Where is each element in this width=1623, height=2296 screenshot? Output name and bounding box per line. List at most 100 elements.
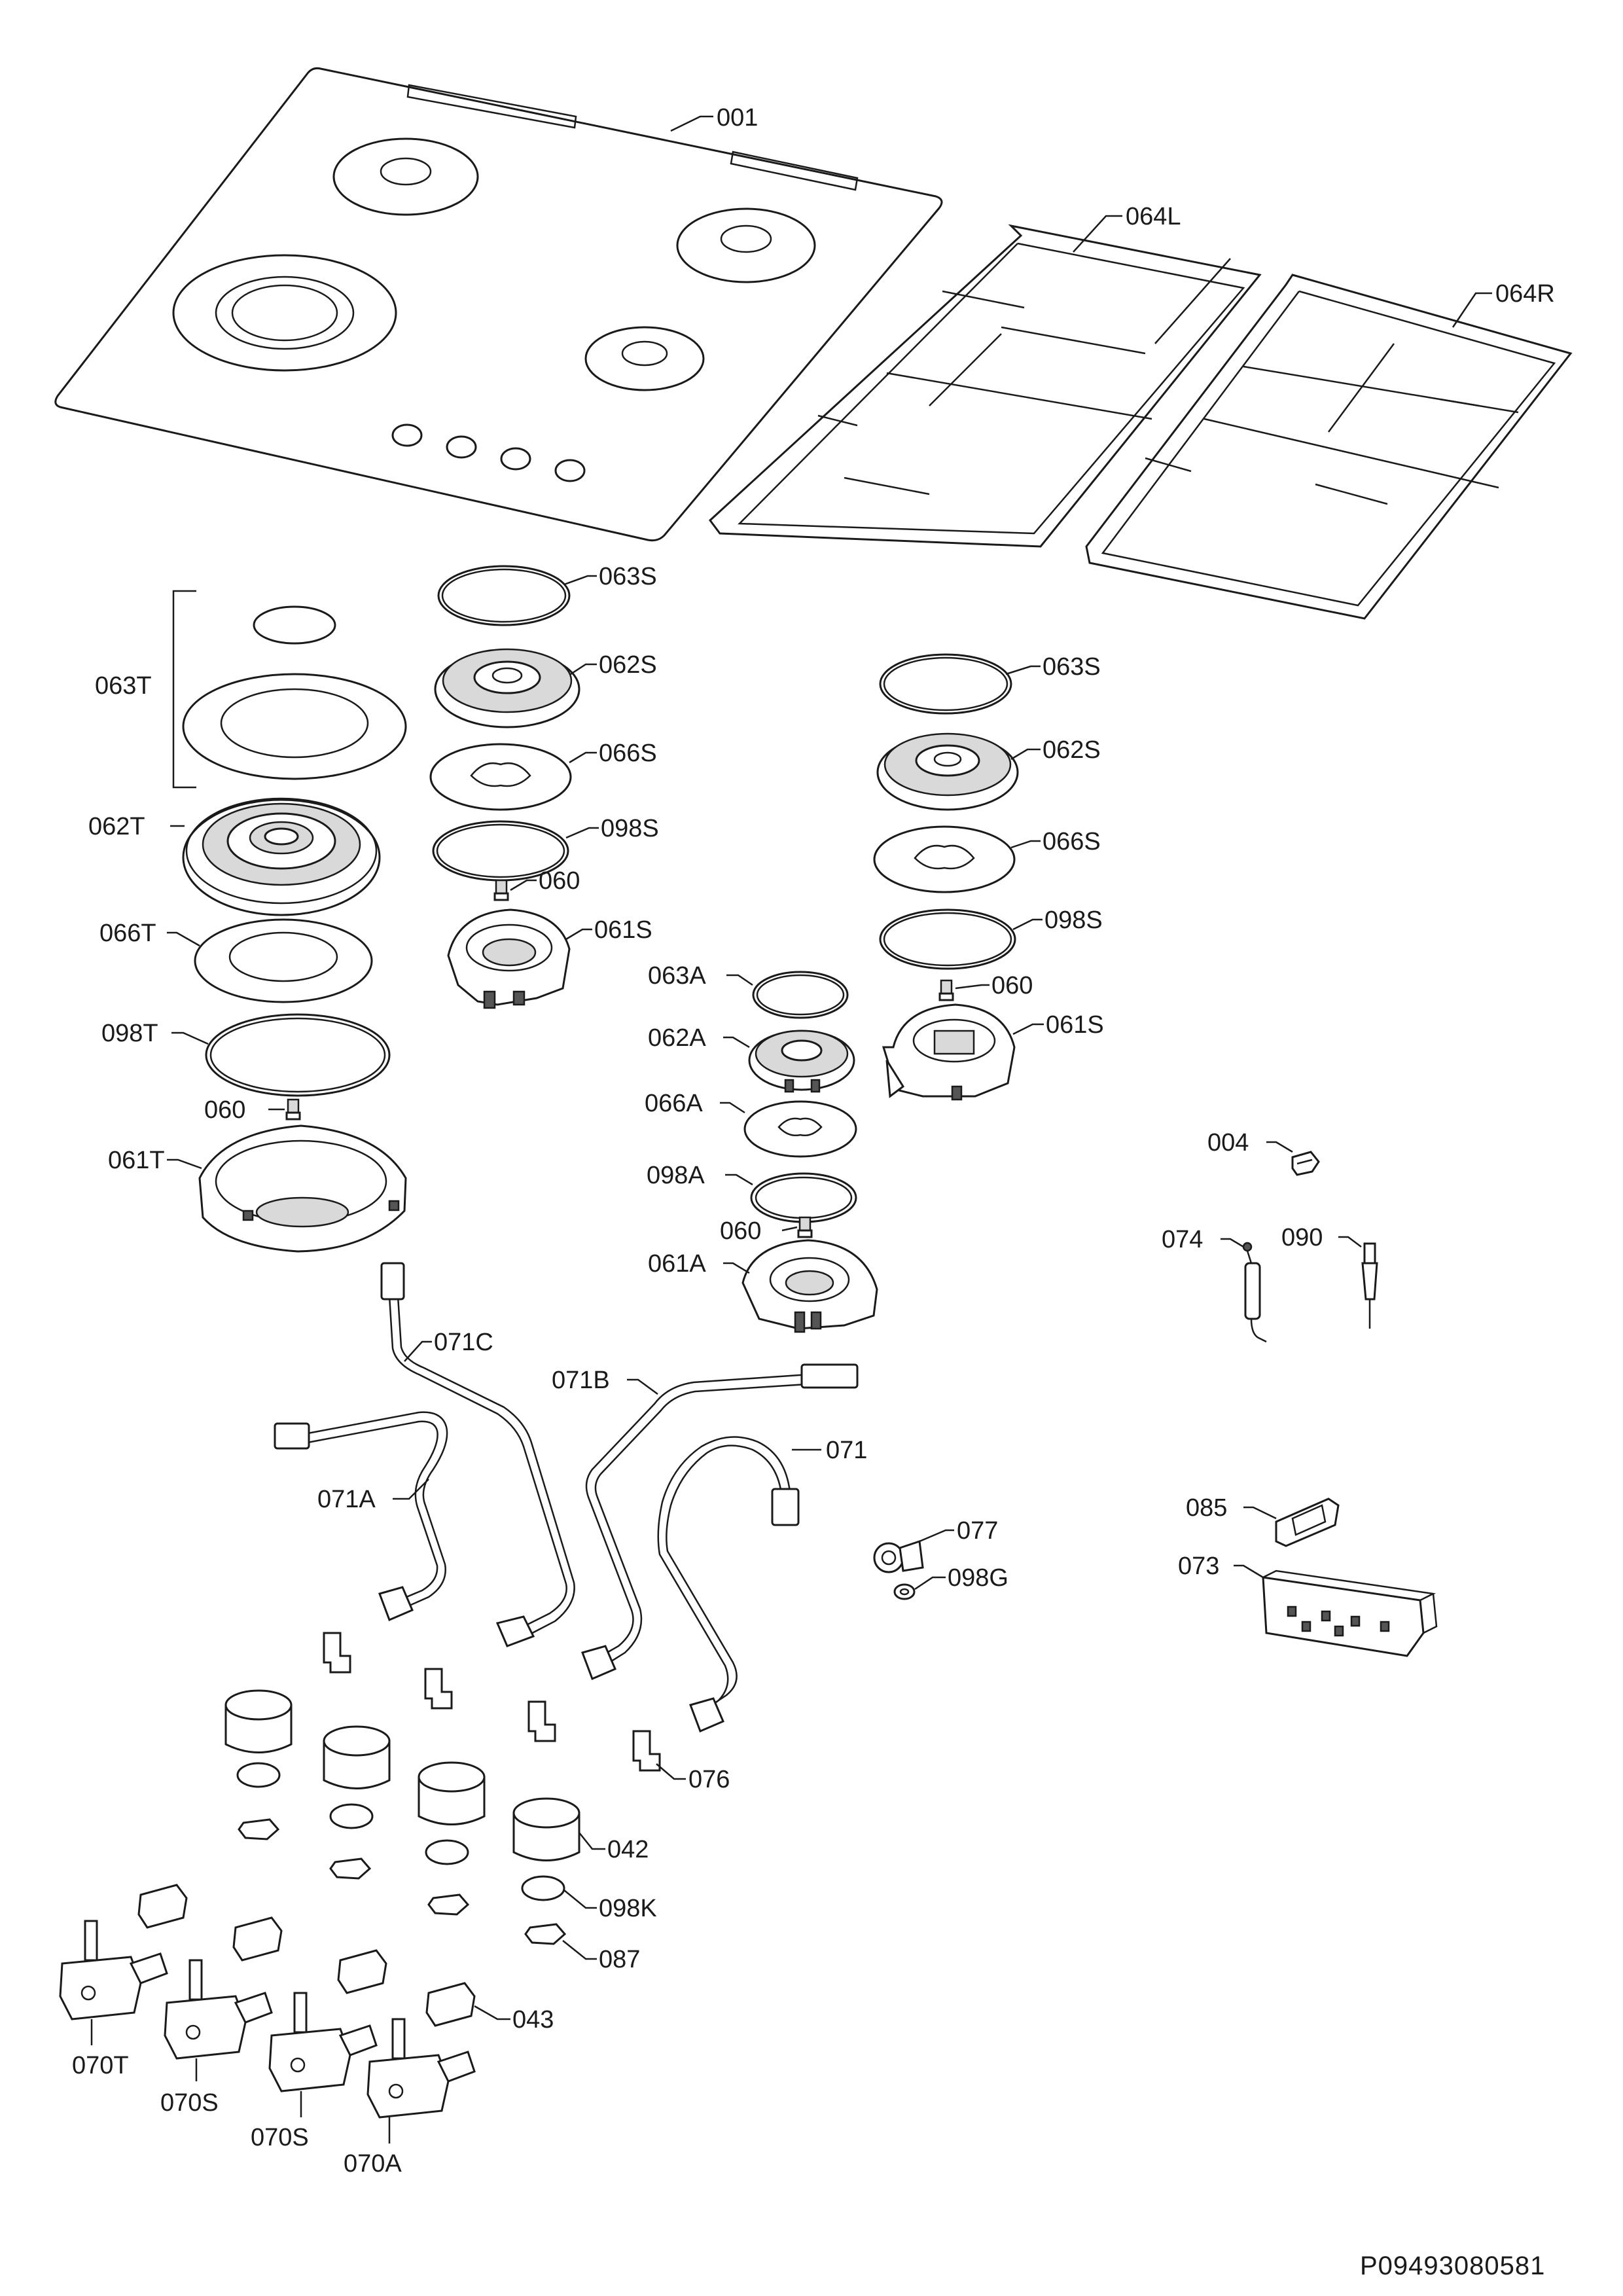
crown-s-2	[876, 732, 1019, 811]
leader-074	[1221, 1238, 1244, 1248]
elbow-connector	[873, 1539, 924, 1573]
thermocouple	[1361, 1242, 1378, 1329]
label-063t: 063T	[95, 672, 152, 700]
bracket-1	[323, 1632, 351, 1674]
label-074: 074	[1162, 1226, 1203, 1253]
label-098k: 098K	[599, 1895, 657, 1922]
leader-090	[1338, 1236, 1362, 1247]
leader-062a	[723, 1036, 750, 1049]
leader-098k	[563, 1890, 597, 1909]
label-073: 073	[1178, 1552, 1219, 1580]
leader-062s-2	[1010, 748, 1041, 761]
label-066s-1: 066S	[599, 740, 657, 767]
label-042: 042	[607, 1836, 649, 1863]
label-071c: 071C	[434, 1329, 493, 1356]
label-098g: 098G	[948, 1564, 1008, 1592]
leader-060-a	[781, 1226, 798, 1232]
label-043: 043	[512, 2006, 554, 2034]
injector-t	[285, 1098, 301, 1121]
cap-t-outer	[182, 673, 407, 780]
leader-071b	[627, 1378, 658, 1395]
label-087: 087	[599, 1946, 640, 1973]
label-090: 090	[1281, 1224, 1323, 1251]
leader-098s-1	[565, 827, 599, 839]
label-004: 004	[1207, 1129, 1249, 1157]
leader-098s-2	[1012, 918, 1043, 931]
microswitch-4	[425, 1982, 476, 2027]
leader-066s-1	[569, 751, 597, 764]
leader-077	[919, 1529, 954, 1543]
label-085: 085	[1186, 1494, 1227, 1522]
crown-s-1	[434, 648, 580, 728]
leader-066t	[167, 931, 200, 947]
leader-066s-2	[1010, 840, 1041, 849]
label-062s-2: 062S	[1043, 736, 1101, 764]
leader-076	[656, 1763, 686, 1780]
knob-seal-3	[425, 1839, 469, 1865]
bracket-4	[632, 1730, 661, 1772]
label-070s-2: 070S	[251, 2124, 309, 2151]
leader-098t	[171, 1031, 209, 1045]
label-098t: 098T	[101, 1020, 158, 1047]
bracket-063t	[172, 590, 196, 789]
label-076: 076	[688, 1766, 730, 1793]
gas-valve-s-1	[164, 1959, 273, 2060]
gas-valve-s-2	[268, 1992, 378, 2092]
gas-pipe-b	[581, 1363, 859, 1680]
leader-061s-1	[565, 928, 592, 941]
leader-060-s-2	[955, 984, 990, 990]
leader-064r	[1452, 292, 1492, 328]
label-071a: 071A	[317, 1486, 376, 1513]
leader-071c	[404, 1340, 432, 1362]
seal-t	[205, 1013, 391, 1097]
label-060-s-1: 060	[539, 867, 580, 895]
leader-063a	[726, 974, 753, 986]
ignition-button	[1275, 1498, 1340, 1547]
label-066a: 066A	[645, 1090, 703, 1117]
label-062t: 062T	[88, 813, 145, 840]
gas-valve-a	[366, 2018, 476, 2119]
label-061a: 061A	[648, 1250, 706, 1278]
spring-washer-3	[427, 1893, 470, 1916]
gas-pipe-a	[274, 1411, 448, 1621]
microswitch-1	[137, 1884, 188, 1929]
cap-a	[752, 971, 849, 1019]
leader-063s-1	[563, 575, 597, 586]
leader-064l	[1073, 215, 1122, 253]
label-060-t: 060	[204, 1096, 245, 1124]
plate-s-2	[873, 825, 1016, 893]
knob-seal-2	[329, 1803, 374, 1829]
pan-support-right	[1085, 274, 1573, 620]
injector-a	[797, 1216, 813, 1238]
label-060-a: 060	[720, 1217, 761, 1245]
seal-s-2	[879, 908, 1016, 970]
knob-3	[418, 1761, 486, 1825]
leader-043	[474, 2005, 510, 2020]
leader-063s-2	[1005, 665, 1041, 675]
label-062a: 062A	[648, 1024, 706, 1052]
plate-s-1	[429, 743, 572, 811]
leader-085	[1243, 1506, 1277, 1520]
leader-066a	[720, 1102, 745, 1114]
burner-base-t	[198, 1124, 407, 1253]
injector-s-2	[938, 979, 954, 1001]
burner-base-s-1	[447, 908, 571, 1009]
ignition-electrode	[1242, 1242, 1267, 1343]
plate-t	[194, 918, 373, 1003]
leader-061s-2	[1012, 1023, 1044, 1035]
gasket-g	[893, 1583, 916, 1600]
label-066t: 066T	[99, 920, 156, 947]
leader-087	[562, 1940, 597, 1960]
ignition-generator	[1262, 1570, 1438, 1657]
label-070s-1: 070S	[160, 2089, 219, 2117]
label-063a: 063A	[648, 962, 706, 990]
label-064r: 064R	[1495, 280, 1555, 308]
crown-a	[748, 1030, 855, 1093]
gas-pipe-c	[380, 1262, 575, 1647]
label-071: 071	[826, 1437, 867, 1464]
knob-1	[224, 1689, 293, 1753]
label-060-s-2: 060	[991, 972, 1033, 999]
cap-s-2	[879, 653, 1012, 715]
leader-073	[1234, 1564, 1264, 1579]
